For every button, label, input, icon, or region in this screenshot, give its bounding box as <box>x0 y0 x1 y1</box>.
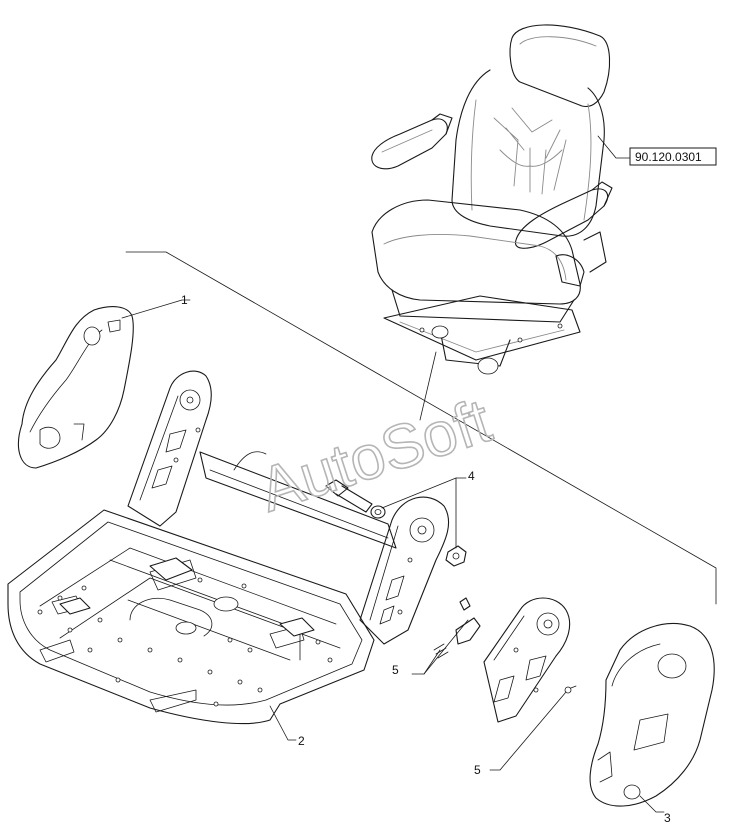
part-2-seat-frame <box>7 370 450 725</box>
leader-1 <box>121 299 191 319</box>
part-4-fasteners <box>325 477 467 567</box>
assembly-bracket <box>125 251 717 605</box>
part-1-left-cover <box>18 306 134 469</box>
reference-code: 90.120.0301 <box>635 150 702 164</box>
callout-5b: 5 <box>474 763 481 777</box>
callout-1: 1 <box>181 293 188 307</box>
watermark: AutoSoft <box>252 386 500 525</box>
part-3-right-cover <box>589 622 715 813</box>
callout-labels: 1 2 3 4 5 5 <box>181 293 671 825</box>
complete-seat <box>371 24 613 375</box>
base-holes <box>37 577 333 707</box>
callout-5a: 5 <box>392 663 399 677</box>
callout-3: 3 <box>664 811 671 825</box>
leader-2 <box>269 705 297 741</box>
reference-box: 90.120.0301 <box>597 135 717 166</box>
callout-2: 2 <box>298 734 305 748</box>
part-5-recliner <box>411 597 577 771</box>
callout-4: 4 <box>468 469 475 483</box>
